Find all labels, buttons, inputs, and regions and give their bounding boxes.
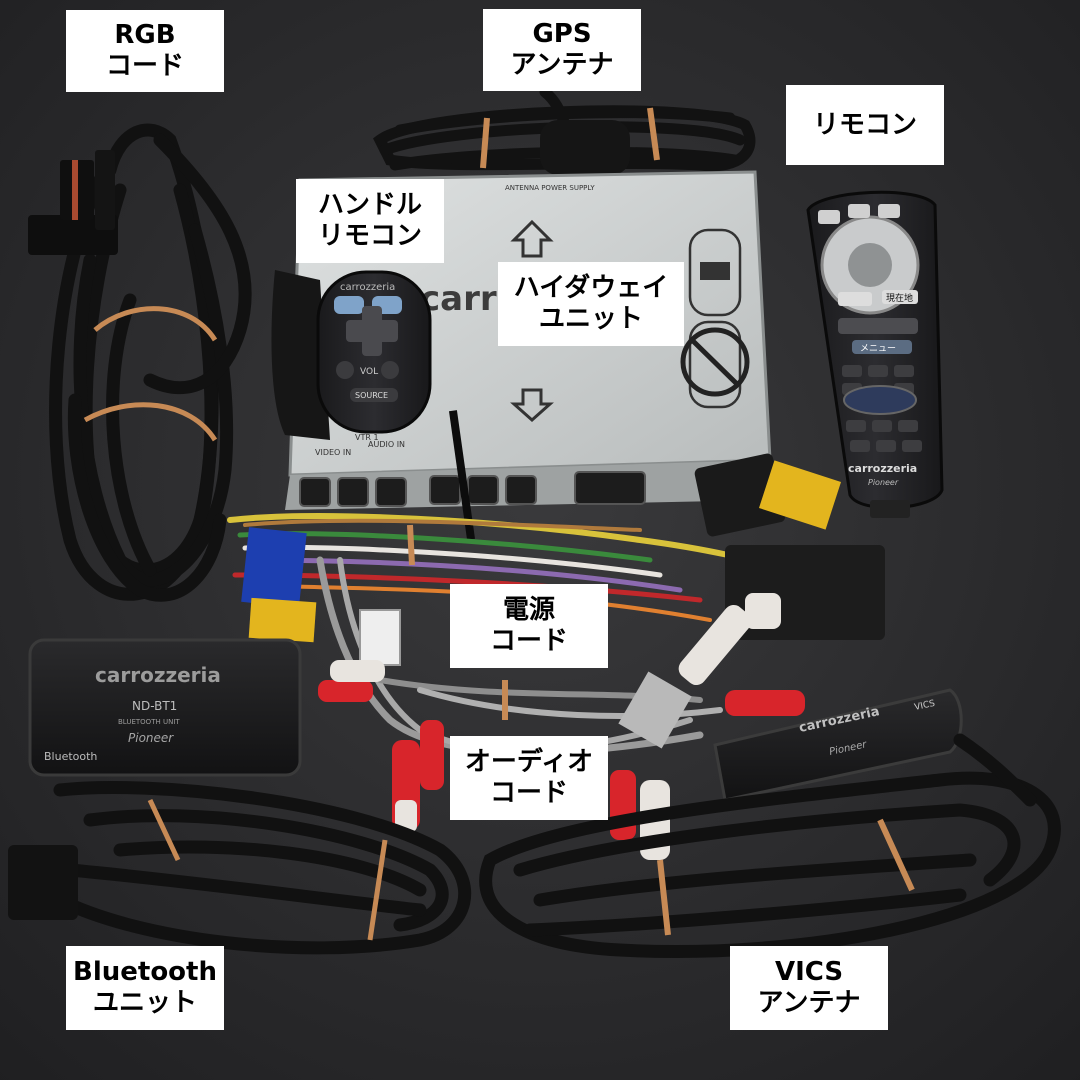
bt-connector — [8, 845, 78, 920]
rgb-rubber-band — [93, 306, 218, 342]
gps-rubber-band-2 — [647, 107, 660, 161]
bluetooth-mark-text: Bluetooth — [44, 750, 97, 763]
unit-audio-in-text: AUDIO IN — [368, 440, 405, 449]
gps-rubber-band — [480, 117, 490, 169]
steer-source-text: SOURCE — [355, 391, 388, 400]
label-remote: リモコン — [786, 85, 944, 165]
remote-menu-text: メニュー — [860, 344, 896, 354]
prohibited-icon — [680, 327, 750, 397]
car-diagram-icon — [688, 228, 742, 317]
unit-top-text: ANTENNA POWER SUPPLY — [505, 184, 595, 192]
bt-subtitle-text: BLUETOOTH UNIT — [118, 718, 180, 726]
label-rgb-cord: RGB コード — [66, 10, 224, 92]
white-connector — [359, 609, 401, 666]
steering-remote: carrozzeria VOL SOURCE — [271, 270, 432, 440]
remote-maker-text: Pioneer — [868, 478, 899, 487]
unit-vtr-text: VTR 1 — [355, 433, 379, 442]
label-gps-antenna: GPS アンテナ — [483, 9, 641, 91]
rgb-rubber-band-2 — [83, 402, 218, 442]
unit-video-in-text: VIDEO IN — [315, 448, 351, 457]
bt-maker-text: Pioneer — [128, 731, 174, 745]
label-vics-antenna: VICS アンテナ — [730, 946, 888, 1030]
rgb-connector — [28, 150, 118, 255]
down-arrow-icon — [510, 388, 554, 423]
bt-model-text: ND-BT1 — [132, 699, 177, 713]
bluetooth-cable-coil — [53, 781, 472, 955]
blue-tape — [241, 527, 307, 608]
car-diagram-icon-2 — [688, 320, 742, 409]
steer-vol-text: VOL — [360, 367, 378, 377]
up-arrow-icon — [510, 219, 554, 258]
vics-mark-text: VICS — [914, 699, 937, 713]
label-highway-unit: ハイダウェイ ユニット — [498, 262, 684, 346]
yellow-tape-2 — [248, 597, 317, 643]
grey-tape — [618, 671, 692, 749]
gps-antenna-puck — [540, 120, 630, 175]
bt-brand-text: carrozzeria — [95, 663, 221, 687]
label-bluetooth-unit: Bluetooth ユニット — [66, 946, 224, 1030]
remote-control: 現在地 メニュー carrozzeria Pioneer — [806, 190, 944, 518]
remote-brand-text: carrozzeria — [848, 462, 917, 475]
power-connector-block — [694, 453, 786, 537]
yellow-tape — [758, 460, 842, 530]
bluetooth-unit: carrozzeria ND-BT1 BLUETOOTH UNIT Pionee… — [28, 638, 302, 777]
label-power-cord: 電源 コード — [450, 584, 608, 668]
rgb-cord-coil — [49, 123, 252, 602]
vics-cable-coil — [479, 733, 1061, 959]
label-audio-cord: オーディオ コード — [450, 736, 608, 820]
remote-now-text: 現在地 — [886, 292, 913, 304]
label-steering-remote: ハンドル リモコン — [296, 179, 444, 263]
steer-brand-text: carrozzeria — [340, 282, 395, 293]
